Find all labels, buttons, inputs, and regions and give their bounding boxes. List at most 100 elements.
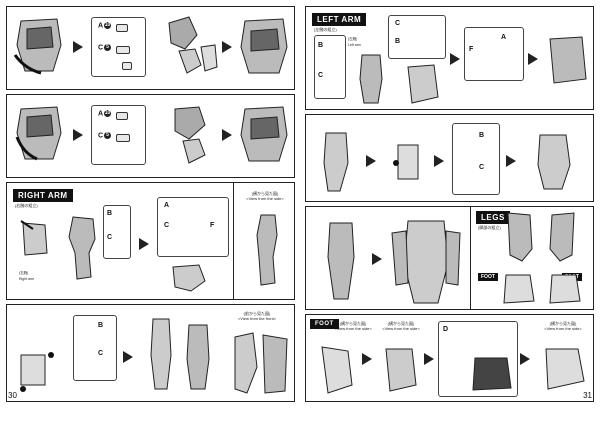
parts-callout-box-a-f: A C F xyxy=(157,197,229,257)
arrow-right-icon xyxy=(73,41,83,53)
hand-rotate-illustration xyxy=(388,133,428,193)
panel-divider xyxy=(233,183,234,299)
part-letter: B xyxy=(479,132,485,139)
part-letter: C xyxy=(98,44,104,52)
section-right-arm: RIGHT ARM (右腕の組立) (右腕) Right arm B C A C… xyxy=(6,182,295,300)
part-label-b: B xyxy=(318,42,323,49)
part-label-jp: (右腕) xyxy=(19,271,29,275)
view-note-jp: (横から見た図) xyxy=(339,321,367,326)
arrow-right-icon xyxy=(520,353,530,365)
arm-side-illustration xyxy=(314,217,368,305)
part-letter: C xyxy=(98,350,104,357)
part-letter: C xyxy=(107,234,113,241)
section-foot: FOOT (横から見た図) <View from the side> (横から見… xyxy=(305,314,594,402)
view-note-jp: (横から見た図) xyxy=(387,321,415,326)
part-letter: A xyxy=(501,34,507,41)
arm-result-illustration xyxy=(542,29,590,89)
part-letter: B xyxy=(318,42,324,49)
part-piece-small xyxy=(122,62,132,70)
part-letter: C xyxy=(395,20,401,27)
page-number: 30 xyxy=(8,391,17,400)
section-title: RIGHT ARM xyxy=(13,189,73,202)
view-note-jp: (横から見た図) xyxy=(251,191,279,196)
part-label-en: Left arm xyxy=(348,43,361,47)
part-letter: C xyxy=(318,72,324,79)
view-note-en: <View from the side> xyxy=(246,196,284,201)
part-letter: F xyxy=(469,46,474,53)
part-letter: B xyxy=(395,38,401,45)
part-letter: C xyxy=(98,132,104,140)
parts-callout-box-d: D xyxy=(438,321,518,397)
view-note-en: <View from the side> xyxy=(544,326,582,331)
arrow-right-icon xyxy=(450,53,460,65)
part-label-c: C xyxy=(395,20,400,27)
arm-side-view-illustration xyxy=(247,211,287,291)
shoulder-assembly-illustration xyxy=(149,103,221,167)
parts-callout-box-b-c: B C xyxy=(452,123,500,195)
leg-upper-illustration xyxy=(502,209,536,265)
part-letter: D xyxy=(443,326,449,333)
foot-illustration xyxy=(500,271,538,307)
forearm-illustration xyxy=(169,261,209,295)
part-piece-a xyxy=(116,24,128,32)
part-letter: C xyxy=(164,222,170,229)
forearm-armor-illustration xyxy=(402,61,442,107)
head-result-illustration xyxy=(237,15,291,77)
part-letter: C xyxy=(479,164,485,171)
panel-divider xyxy=(470,207,471,309)
arrow-right-icon xyxy=(73,129,83,141)
view-note-en: <View from the front> xyxy=(237,316,277,321)
arm-hand-assembly-illustration xyxy=(143,315,179,395)
hand-part-illustration xyxy=(15,345,55,395)
foot-tag: FOOT xyxy=(478,273,498,281)
part-letter: F xyxy=(210,222,215,229)
arrow-right-icon xyxy=(434,155,444,167)
torso-with-arms-illustration xyxy=(388,213,464,307)
page-gutter xyxy=(297,0,303,423)
arm-rotate-illustration xyxy=(179,319,219,395)
arm-frame-illustration xyxy=(59,213,107,283)
part-label-b: B xyxy=(98,322,103,329)
part-piece-a xyxy=(116,112,128,120)
part-piece-c xyxy=(116,46,130,54)
section-subtitle: (右腕の組立) xyxy=(15,203,38,208)
arrow-right-icon xyxy=(528,53,538,65)
arrow-right-icon xyxy=(372,253,382,265)
part-letter: A xyxy=(98,22,104,30)
head-result-illustration xyxy=(237,103,291,165)
section-subtitle: (脚部の組立) xyxy=(478,225,501,230)
part-label-b: B xyxy=(479,132,484,139)
part-label-d: D xyxy=(443,326,448,333)
section-title: FOOT xyxy=(310,319,339,329)
part-letter: B xyxy=(98,322,104,329)
arrow-right-icon xyxy=(362,353,372,365)
part-label-c: C xyxy=(479,164,484,171)
view-from-side-note: (横から見た図) <View from the side> xyxy=(534,321,592,331)
part-label-en: Right arm xyxy=(19,277,35,281)
part-label-c: C xyxy=(98,350,103,357)
foot-result-illustration xyxy=(538,341,590,397)
manual-page-right: LEFT ARM (左腕の組立) B C (左腕) Left arm C B F… xyxy=(305,6,594,402)
part-label-b: B xyxy=(107,210,112,217)
arm-hand-illustration xyxy=(316,129,356,195)
section-title: LEFT ARM xyxy=(312,13,367,26)
view-from-front-note: (前から見た図) <View from the front> xyxy=(223,311,291,321)
hand-result-illustration xyxy=(526,129,582,195)
part-label-c: C xyxy=(107,234,112,241)
part-label-jp: (左腕) xyxy=(348,37,358,41)
torso-front-view-illustration xyxy=(229,327,293,397)
part-label-a: A xyxy=(164,202,169,209)
part-label-f: F xyxy=(210,222,214,229)
view-from-side-note: (横から見た図) <View from the side> xyxy=(237,191,293,201)
section-left-arm: LEFT ARM (左腕の組立) B C (左腕) Left arm C B F… xyxy=(305,6,594,110)
arrow-right-icon xyxy=(424,353,434,365)
part-label-b: B xyxy=(395,38,400,45)
leg-upper-illustration-2 xyxy=(546,209,580,265)
part-letter: B xyxy=(107,210,113,217)
parts-callout-box-b-c: B C xyxy=(73,315,117,381)
